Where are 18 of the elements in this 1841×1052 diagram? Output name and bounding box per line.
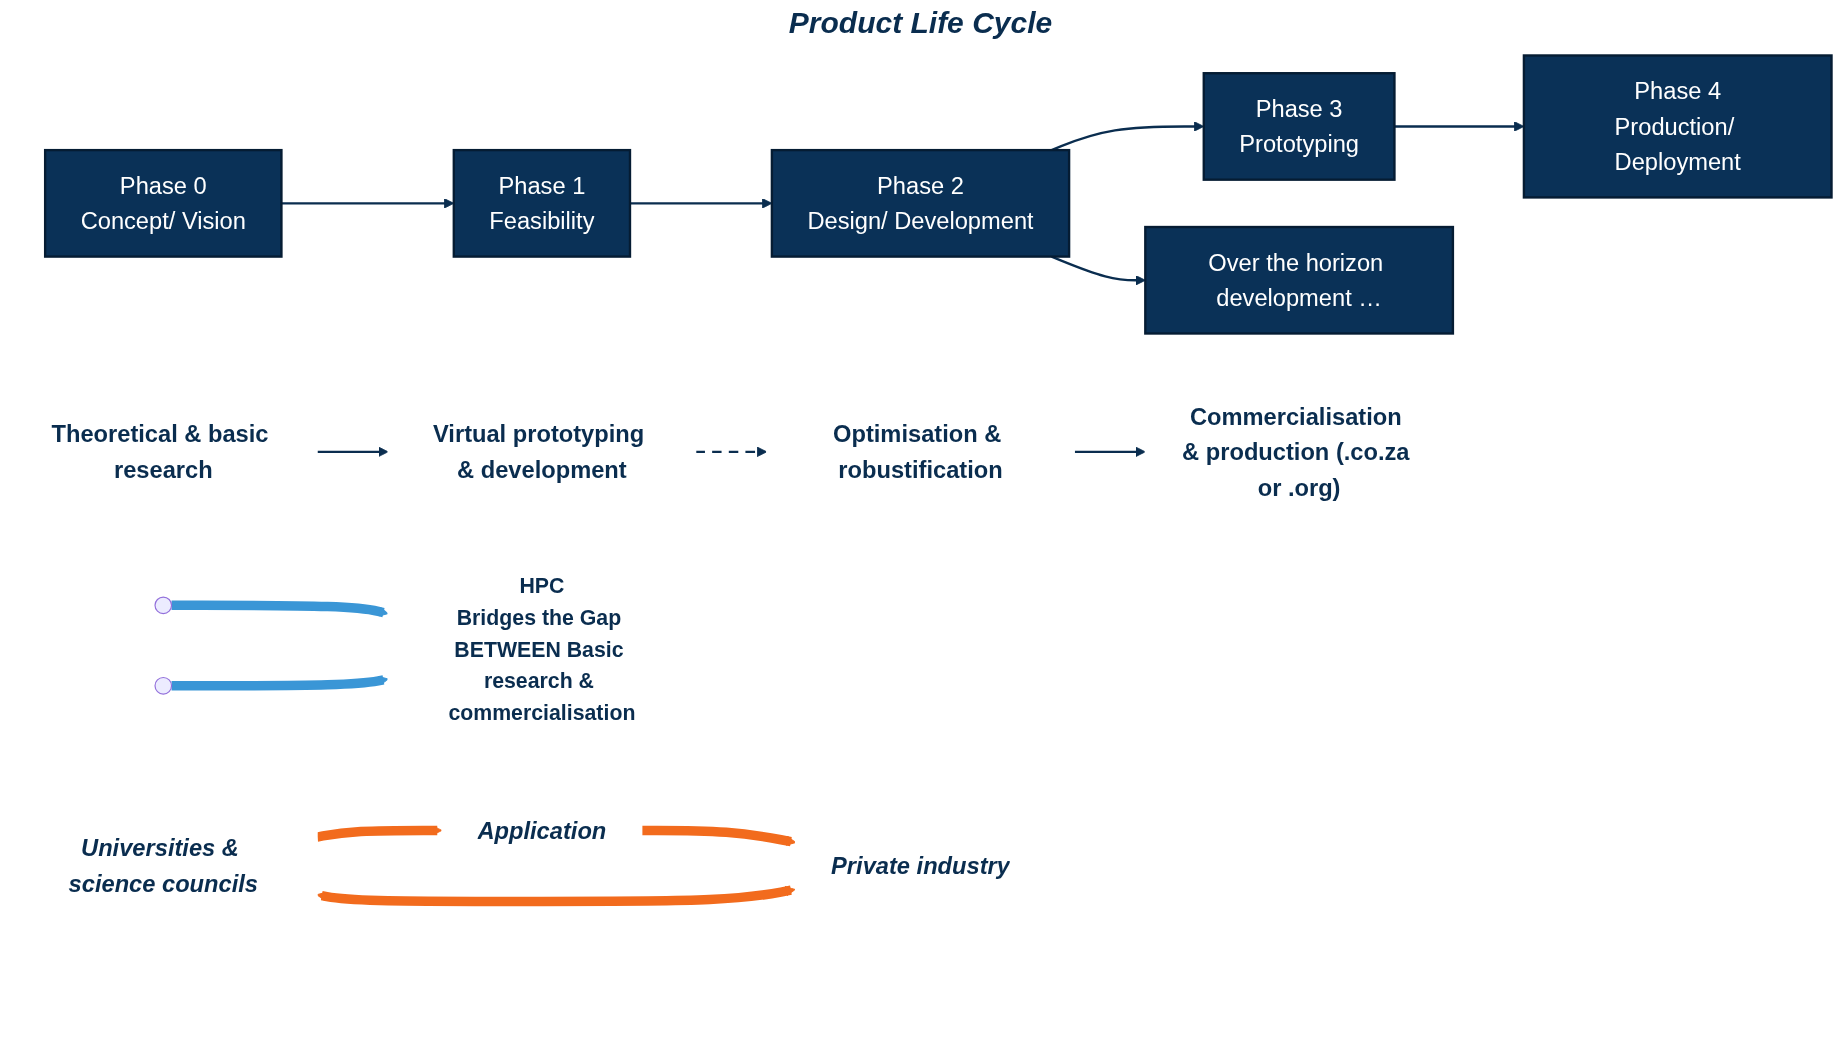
node-text: Optimisation & robustification (833, 421, 1003, 483)
node-box: Over the horizon development … (1144, 225, 1455, 335)
node-box: Phase 0 Concept/ Vision (43, 148, 283, 258)
axis-caption: Product Life Cycle (788, 6, 1053, 39)
node-box: Phase 1 Feasibility (452, 148, 632, 258)
node-text: HPC Bridges the Gap BETWEEN Basic research & commercialisation (448, 573, 636, 726)
node-box: Phase 3 Prototyping (1202, 72, 1396, 181)
node-text: Universities & science councils (68, 835, 258, 897)
arrow (1074, 446, 1146, 457)
node-box: Phase 4 Production/ Deployment (1522, 54, 1833, 199)
arrow (171, 600, 389, 618)
node-text: Theoretical & basic research (51, 421, 269, 483)
node-text: Commercialisation & production (.co.za or .org) (1182, 403, 1410, 501)
node-text: Application (477, 817, 607, 844)
node-text: Virtual prototyping & development (432, 421, 645, 483)
arrow (171, 675, 389, 691)
node-box: Phase 2 Design/ Development (770, 148, 1071, 258)
arrow (317, 446, 389, 457)
